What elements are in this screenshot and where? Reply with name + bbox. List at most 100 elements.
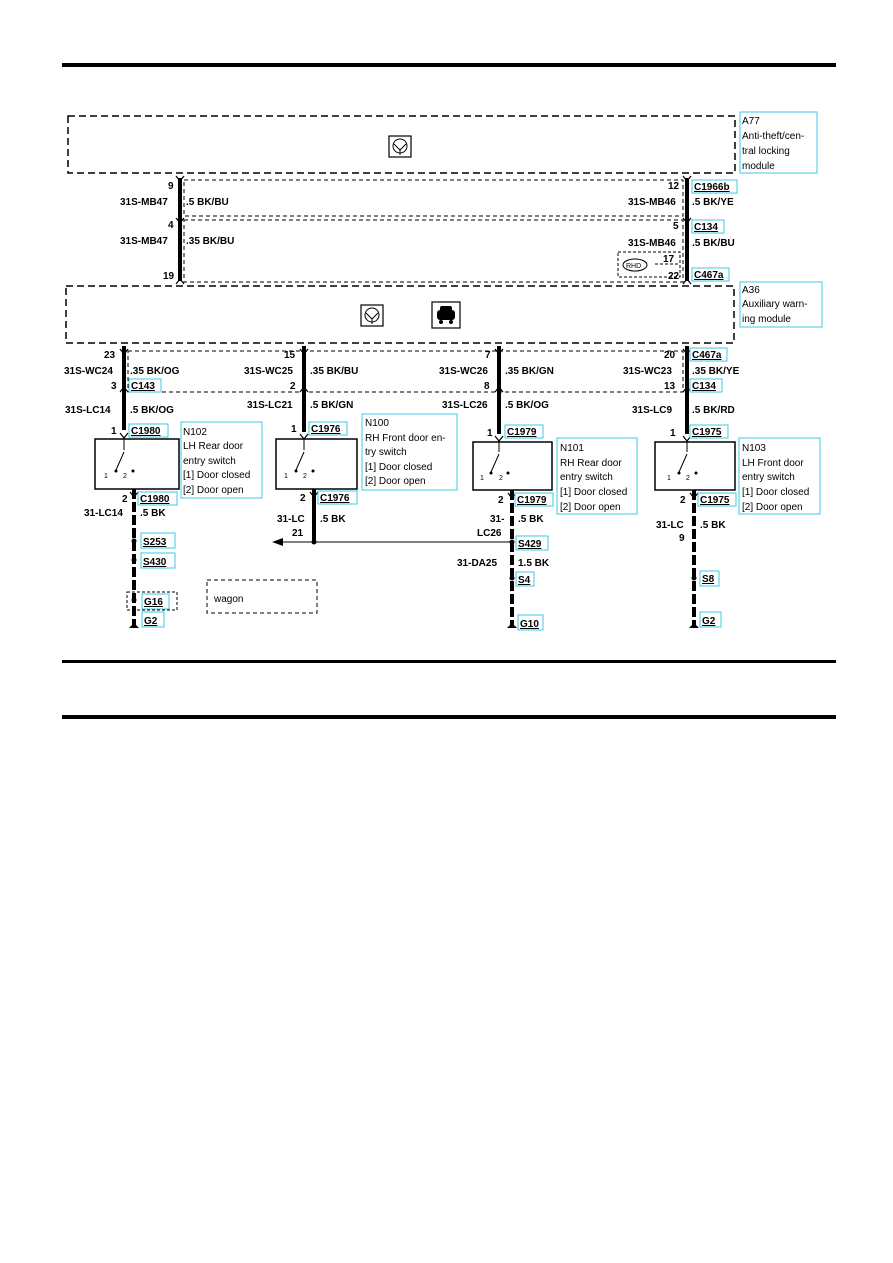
circuit-label: 31S-WC23 [623, 366, 672, 377]
switch-contact-icon: 1 2 [284, 439, 315, 480]
splice-label: S8 [702, 574, 715, 585]
wire-label: .5 BK/RD [692, 405, 735, 416]
switch-ref: N101 [560, 443, 584, 454]
wire-label: .35 BK/GN [505, 366, 554, 377]
pin-label: 22 [668, 271, 680, 282]
connector-label: C467a [694, 270, 724, 281]
circuit-label: 9 [679, 533, 685, 544]
continuation-arrow-icon [272, 538, 283, 546]
svg-text:2: 2 [123, 473, 127, 480]
middle-rule-2 [62, 715, 836, 719]
switch-caption-line: entry switch [742, 472, 795, 483]
pin-label: 3 [111, 381, 117, 392]
switch-caption-line: entry switch [183, 456, 236, 467]
wire-label: .5 BK [140, 508, 166, 519]
wire-label: .5 BK/BU [186, 197, 229, 208]
connector-label: C1976 [320, 493, 350, 504]
switch-caption-line: [1] Door closed [365, 462, 432, 473]
svg-text:2: 2 [499, 475, 503, 482]
svg-text:2: 2 [686, 475, 690, 482]
switch-caption-line: LH Rear door [183, 441, 244, 452]
pin-label: 15 [284, 350, 296, 361]
pin-label: 1 [670, 428, 676, 439]
circuit-label: 31S-WC26 [439, 366, 488, 377]
circuit-label: 31S-WC25 [244, 366, 293, 377]
pin-label: 2 [680, 495, 686, 506]
wire-label: .5 BK/YE [692, 197, 734, 208]
circuit-label: 31S-LC26 [442, 400, 488, 411]
switch-caption-line: try switch [365, 447, 407, 458]
svg-text:1: 1 [284, 473, 288, 480]
ground-label: G16 [144, 597, 163, 608]
switch-caption-line: [2] Door open [183, 485, 244, 496]
rhd-badge [622, 258, 648, 272]
harness-frames [127, 350, 684, 393]
wagon-option-box [206, 579, 318, 614]
option-label: RHD [626, 263, 641, 270]
svg-text:2: 2 [303, 473, 307, 480]
switch-column-n100: 1 2 [272, 346, 512, 546]
connector-label: C134 [694, 222, 718, 233]
switch-contact-icon: 1 2 [480, 442, 510, 482]
switch-caption-line: [1] Door closed [560, 487, 627, 498]
svg-text:1: 1 [480, 475, 484, 482]
circuit-label: 31-LC14 [84, 508, 123, 519]
module-a77: A77 Anti-theft/cen- tral locking module [67, 111, 818, 174]
option-label: wagon [213, 594, 243, 605]
wire-label: .5 BK [320, 514, 346, 525]
switch-caption-line: [1] Door closed [183, 470, 250, 481]
circuit-label: 31-LC [277, 514, 305, 525]
switch-contact-icon: 1 2 [667, 442, 698, 482]
switch-caption-line: LH Front door [742, 458, 804, 469]
circuit-label: LC26 [477, 528, 502, 539]
circuit-label: 31-DA25 [457, 558, 497, 569]
circuit-label: 31S-WC24 [64, 366, 113, 377]
connector-label: C1979 [517, 495, 547, 506]
switch-caption-line: [2] Door open [742, 502, 803, 513]
svg-text:1: 1 [104, 473, 108, 480]
switch-caption-line: RH Rear door [560, 458, 622, 469]
wire-label: 1.5 BK [518, 558, 550, 569]
splice-label: S430 [143, 557, 167, 568]
pin-label: 2 [122, 494, 128, 505]
connector-label: C1980 [131, 426, 161, 437]
pin-label: 5 [673, 221, 679, 232]
pin-label: 1 [487, 428, 493, 439]
wire-label: .5 BK [700, 520, 726, 531]
switch-caption-line: RH Front door en- [365, 433, 446, 444]
pin-label: 13 [664, 381, 676, 392]
switch-ref: N100 [365, 418, 389, 429]
module-caption-line: module [742, 161, 775, 172]
control-module-icon [388, 135, 412, 158]
switch-column-n103: 1 2 [654, 346, 736, 628]
connector-label: C1975 [692, 427, 722, 438]
pin-label: 23 [104, 350, 116, 361]
switch-column-n102: 1 2 [94, 346, 180, 628]
control-module-icon [360, 304, 384, 327]
wire-label: .35 BK/OG [130, 366, 180, 377]
splice-label: S253 [143, 537, 167, 548]
pin-label: 20 [664, 350, 676, 361]
pin-label: 2 [290, 381, 296, 392]
circuit-label: 31S-MB46 [628, 197, 676, 208]
wire-label: .5 BK/GN [310, 400, 353, 411]
wire-label: .5 BK/BU [692, 238, 735, 249]
circuit-label: 31- [490, 514, 504, 525]
wire-label: .5 BK/OG [130, 405, 174, 416]
switch-ref: N103 [742, 443, 766, 454]
wire-label: .35 BK/YE [692, 366, 740, 377]
pin-label: 1 [111, 426, 117, 437]
splice-label: S429 [518, 539, 542, 550]
connector-label: C1976 [311, 424, 341, 435]
wire-label: .5 BK/OG [505, 400, 549, 411]
switch-caption-line: [1] Door closed [742, 487, 809, 498]
switch-column-n101: 1 2 [472, 346, 553, 628]
middle-rule-1 [62, 660, 836, 663]
pin-label: 9 [168, 181, 174, 192]
wire-label: .35 BK/BU [186, 236, 234, 247]
circuit-label: 31S-MB47 [120, 197, 168, 208]
circuit-label: 31S-LC14 [65, 405, 111, 416]
pin-label: 4 [168, 220, 174, 231]
circuit-label: 31S-LC21 [247, 400, 293, 411]
